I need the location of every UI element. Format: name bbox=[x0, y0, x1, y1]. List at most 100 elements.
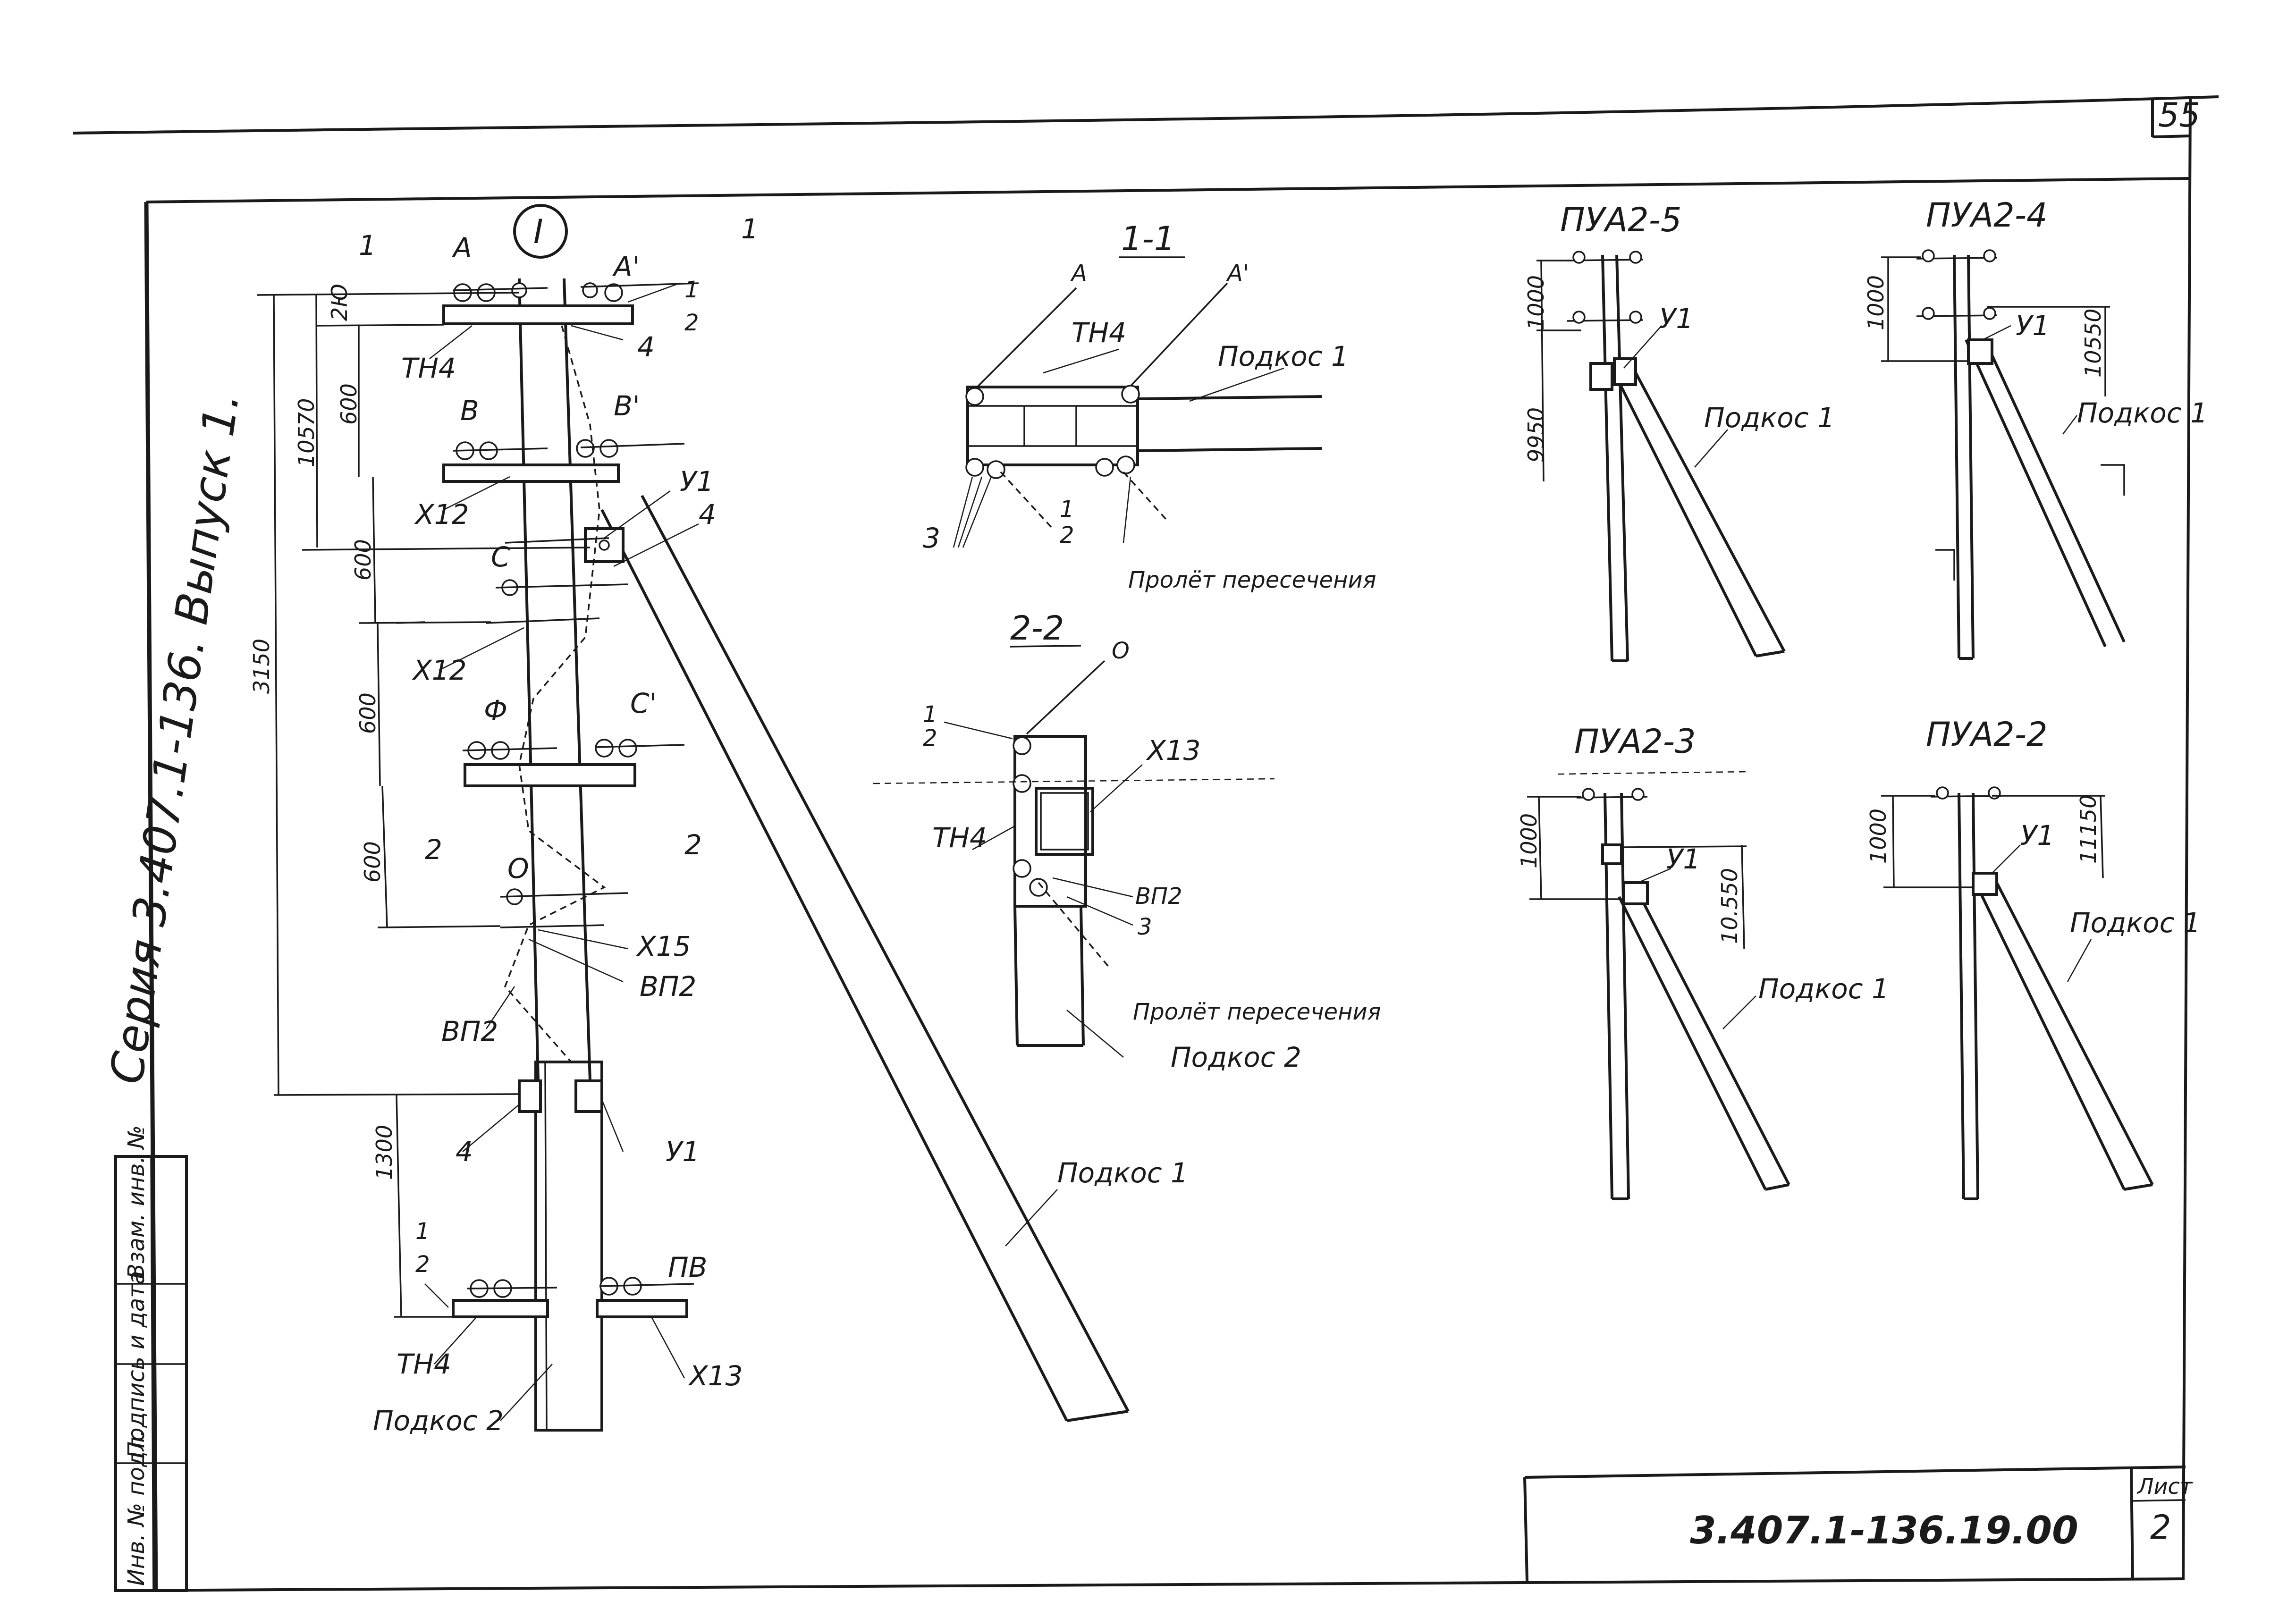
node-marker: I bbox=[533, 212, 543, 251]
section-1-1-a-prime: А' bbox=[1226, 260, 1249, 286]
node-marker-circle bbox=[513, 204, 568, 259]
section-1-1-a: А bbox=[1070, 260, 1087, 286]
section-1-1-th4: ТН4 bbox=[1072, 317, 1126, 349]
section-1-1-title: 1-1 bbox=[1121, 219, 1175, 258]
phase-label-b-prime: В' bbox=[614, 390, 640, 422]
leader-lines bbox=[424, 282, 1058, 1421]
section-2-2-x13: Х13 bbox=[1146, 734, 1201, 767]
phase-label-b: В bbox=[460, 395, 479, 427]
callout-4-mid: 4 bbox=[699, 498, 716, 531]
dimension-lines bbox=[257, 292, 591, 1318]
dim-600-2: 600 bbox=[350, 539, 376, 581]
section-mark-2-left: 2 bbox=[425, 834, 442, 866]
section-1-1-drawing bbox=[953, 282, 1322, 548]
callout-vp2-a: ВП2 bbox=[640, 970, 696, 1003]
variant-pua2-5-dim-b: 9950 bbox=[1523, 407, 1549, 463]
callout-frac-top: 1 bbox=[684, 277, 699, 303]
variant-pua2-5-title: ПУА2-5 bbox=[1560, 201, 1682, 239]
section-1-1-span: Пролёт пересечения bbox=[1128, 567, 1376, 593]
callout-th4-bottom: ТН4 bbox=[397, 1348, 451, 1380]
callout-th4-top: ТН4 bbox=[401, 352, 456, 384]
variant-pua2-4-title: ПУА2-4 bbox=[1926, 196, 2048, 235]
main-view bbox=[257, 204, 1130, 1432]
callout-4-top: 4 bbox=[637, 331, 655, 363]
variant-pua2-4-dim-a: 1000 bbox=[1863, 275, 1889, 330]
callout-x12-a: Х12 bbox=[414, 498, 469, 531]
phase-label-a-prime: А' bbox=[612, 251, 640, 283]
phase-label-c: С bbox=[491, 541, 510, 573]
callout-frac-bottom: 2 bbox=[684, 310, 699, 336]
margin-label-sign: Подпись и дата bbox=[123, 1271, 150, 1458]
dim-1300: 1300 bbox=[371, 1125, 397, 1180]
section-mark-1-left: 1 bbox=[359, 229, 376, 261]
insulator-row-b bbox=[453, 439, 685, 460]
variant-pua2-3-dim-a: 1000 bbox=[1516, 813, 1542, 868]
callout-x13: Х13 bbox=[688, 1360, 743, 1392]
section-2-2-frac-bottom: 2 bbox=[923, 725, 937, 751]
variant-pua2-3-drawing bbox=[1527, 788, 1790, 1200]
variant-pua2-3-dim-b: 10.550 bbox=[1717, 868, 1742, 944]
margin-label-inv: Инв. № подл. bbox=[123, 1430, 150, 1586]
section-mark-1-right: 1 bbox=[741, 213, 759, 245]
variant-pua2-4-dim-b: 10550 bbox=[2080, 309, 2106, 378]
sheet-label: Лист bbox=[2136, 1474, 2193, 1499]
phase-label-o: О bbox=[507, 852, 529, 885]
variant-pua2-2-u: У1 bbox=[2020, 819, 2054, 851]
margin-label-replace: Взам. инв. № bbox=[123, 1125, 150, 1279]
section-2-2-th4: ТН4 bbox=[932, 822, 987, 854]
section-2-2-span: Пролёт пересечения bbox=[1133, 999, 1381, 1025]
variant-pua2-2-dim-b: 11150 bbox=[2076, 795, 2101, 864]
sheet-frame bbox=[73, 95, 2219, 1592]
insulator-row-o bbox=[500, 888, 628, 928]
title-stamp bbox=[1523, 1466, 2186, 1582]
callout-x15: Х15 bbox=[636, 930, 691, 962]
variant-pua2-5-u: У1 bbox=[1659, 303, 1693, 335]
section-2-2-underline bbox=[1010, 645, 1081, 648]
stamp-code: 3.407.1-136.19.00 bbox=[1690, 1508, 2078, 1552]
margin-strip bbox=[114, 1155, 188, 1592]
callout-podkos1: Подкос 1 bbox=[1057, 1157, 1188, 1189]
dim-3150: 3150 bbox=[249, 639, 274, 694]
section-2-2-podkos: Подкос 2 bbox=[1171, 1041, 1301, 1073]
variant-pua2-2-dim-a: 1000 bbox=[1866, 809, 1891, 864]
variant-pua2-4-podkos: Подкос 1 bbox=[2077, 397, 2208, 429]
section-2-2-three: 3 bbox=[1138, 914, 1152, 940]
dim-600-1: 600 bbox=[336, 383, 362, 425]
variant-pua2-4-u: У1 bbox=[2016, 310, 2050, 342]
callout-podkos2: Подкос 2 bbox=[373, 1405, 504, 1437]
variant-pua2-3-u: У1 bbox=[1666, 843, 1700, 875]
dim-600-4: 600 bbox=[360, 841, 385, 883]
variant-pua2-5-podkos: Подкос 1 bbox=[1704, 402, 1835, 434]
variant-pua2-4-drawing bbox=[1881, 249, 2126, 660]
phase-label-a: А bbox=[451, 232, 472, 264]
callout-pv: ПВ bbox=[668, 1251, 707, 1283]
insulator-row-bottom bbox=[467, 1277, 694, 1298]
phase-label-c-prime: С' bbox=[630, 687, 657, 719]
dim-600-3: 600 bbox=[355, 692, 380, 734]
sheet-number: 2 bbox=[2150, 1508, 2171, 1547]
callout-u1-low: У1 bbox=[666, 1136, 700, 1168]
section-1-1-frac-bottom: 2 bbox=[1060, 522, 1074, 548]
callout-4-low: 4 bbox=[456, 1136, 473, 1168]
callout-vp2-b: ВП2 bbox=[441, 1015, 498, 1047]
phase-label-phi: Ф bbox=[484, 694, 507, 726]
series-side-label: Серия 3.407.1-136. Выпуск 1. bbox=[100, 389, 249, 1087]
callout-u1: У1 bbox=[680, 465, 714, 497]
dim-top: 2Ю bbox=[327, 284, 352, 321]
variant-pua2-2-drawing bbox=[1881, 786, 2154, 1200]
variant-pua2-3-podkos: Подкос 1 bbox=[1758, 973, 1889, 1005]
page-number: 55 bbox=[2158, 96, 2200, 135]
corner-marks bbox=[873, 464, 2125, 784]
section-2-2-vp2: ВП2 bbox=[1135, 883, 1182, 910]
section-2-2-frac-top: 1 bbox=[923, 701, 937, 728]
callout-frac-low-bottom: 2 bbox=[415, 1251, 430, 1278]
section-2-2-o: О bbox=[1112, 638, 1130, 664]
section-2-2-title: 2-2 bbox=[1010, 609, 1064, 648]
section-1-1-three: 3 bbox=[923, 522, 940, 554]
section-2-2-drawing bbox=[944, 660, 1143, 1058]
insulator-row-phi bbox=[462, 739, 685, 760]
callout-frac-low-top: 1 bbox=[415, 1218, 430, 1245]
callout-x12-b: Х12 bbox=[412, 654, 467, 686]
variant-pua2-2-podkos: Подкос 1 bbox=[2070, 907, 2201, 939]
